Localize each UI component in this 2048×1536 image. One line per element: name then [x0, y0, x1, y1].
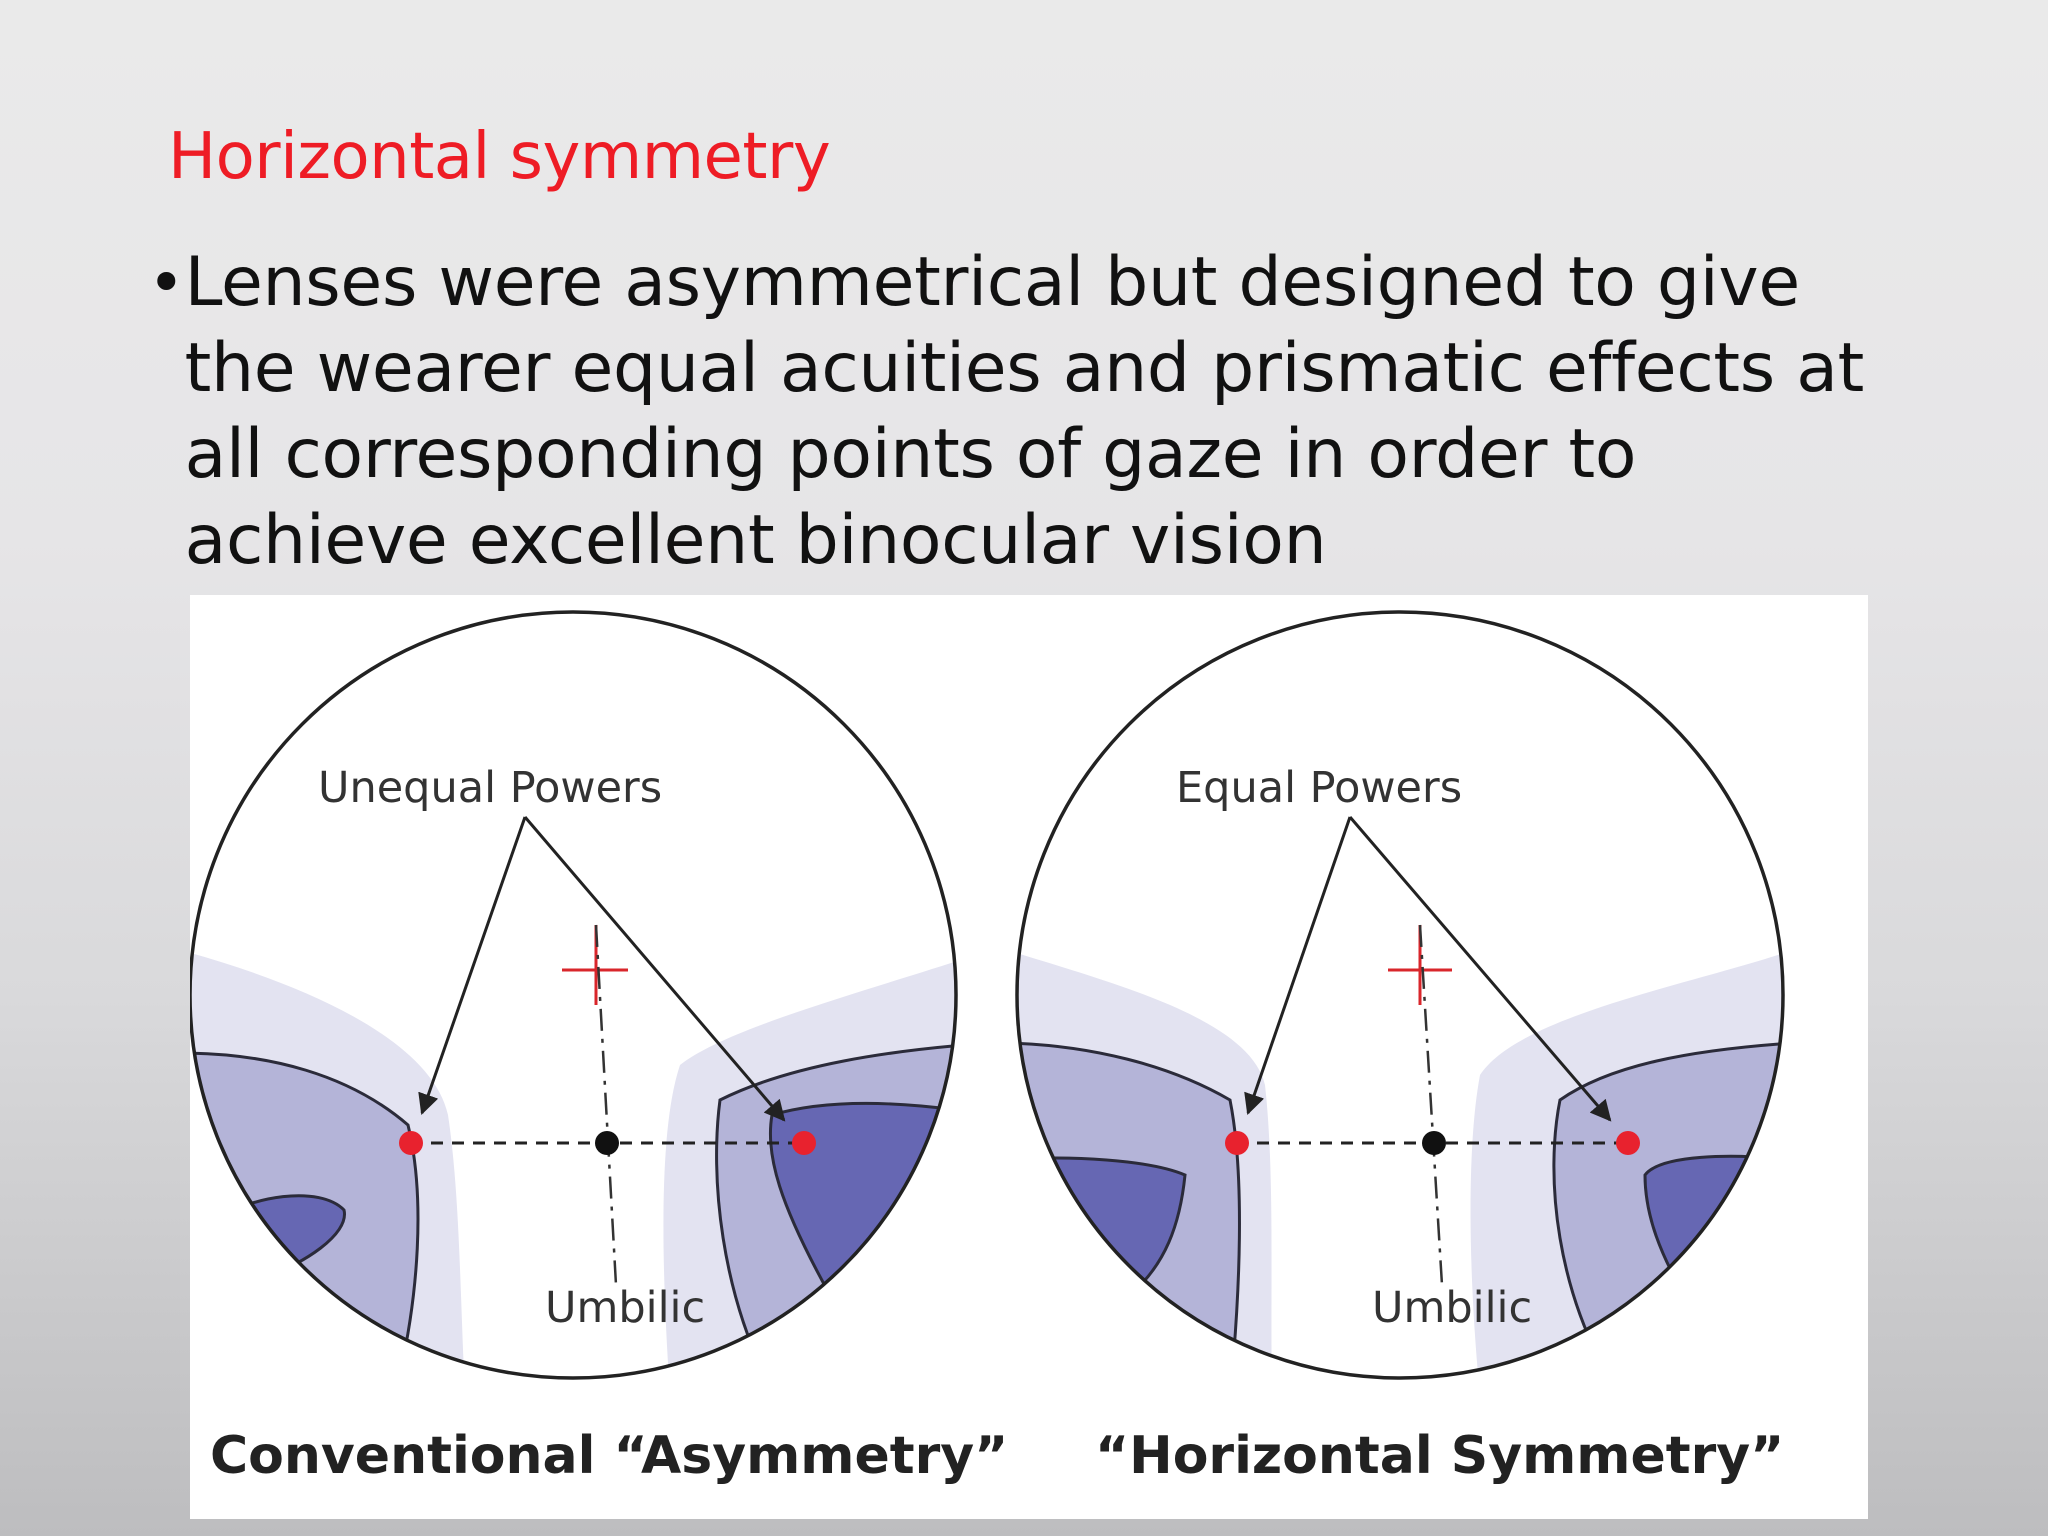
right-point-center — [1422, 1131, 1446, 1155]
bullet-text: Lenses were asymmetrical but designed to… — [184, 243, 1865, 580]
left-callout-arrow-2 — [523, 816, 786, 1122]
right-umbilic-line — [1418, 924, 1444, 1286]
left-callout-arrow-1 — [418, 816, 527, 1115]
right-lens-outline — [1015, 610, 1785, 1380]
slide-title: Horizontal symmetry — [168, 120, 831, 194]
right-point-nasal — [1225, 1131, 1249, 1155]
left-umbilic-label: Umbilic — [545, 1283, 705, 1333]
lens-comparison-figure: Unequal Powers Umbilic — [190, 595, 1868, 1519]
left-lens: Unequal Powers Umbilic — [190, 610, 958, 1380]
bullet-item: • Lenses were asymmetrical but designed … — [148, 240, 1908, 584]
right-callout-label: Equal Powers — [1176, 763, 1462, 813]
left-callout-label: Unequal Powers — [318, 763, 662, 813]
bullet-marker: • — [148, 246, 185, 319]
right-callout-arrow-1 — [1244, 816, 1352, 1115]
right-lens: Equal Powers Umbilic — [1015, 610, 1785, 1380]
left-lens-outline — [190, 610, 958, 1380]
left-point-temporal — [792, 1131, 816, 1155]
left-point-nasal — [399, 1131, 423, 1155]
right-umbilic-label: Umbilic — [1372, 1283, 1532, 1333]
right-point-temporal — [1616, 1131, 1640, 1155]
right-callout-arrow-2 — [1348, 816, 1612, 1122]
left-umbilic-line — [594, 924, 618, 1286]
left-point-center — [595, 1131, 619, 1155]
left-caption: Conventional “Asymmetry” — [210, 1426, 1008, 1486]
right-lens-dark-zone-right — [1643, 1154, 1783, 1327]
lens-diagram: Unequal Powers Umbilic — [190, 610, 1785, 1486]
right-caption: “Horizontal Symmetry” — [1095, 1426, 1784, 1486]
